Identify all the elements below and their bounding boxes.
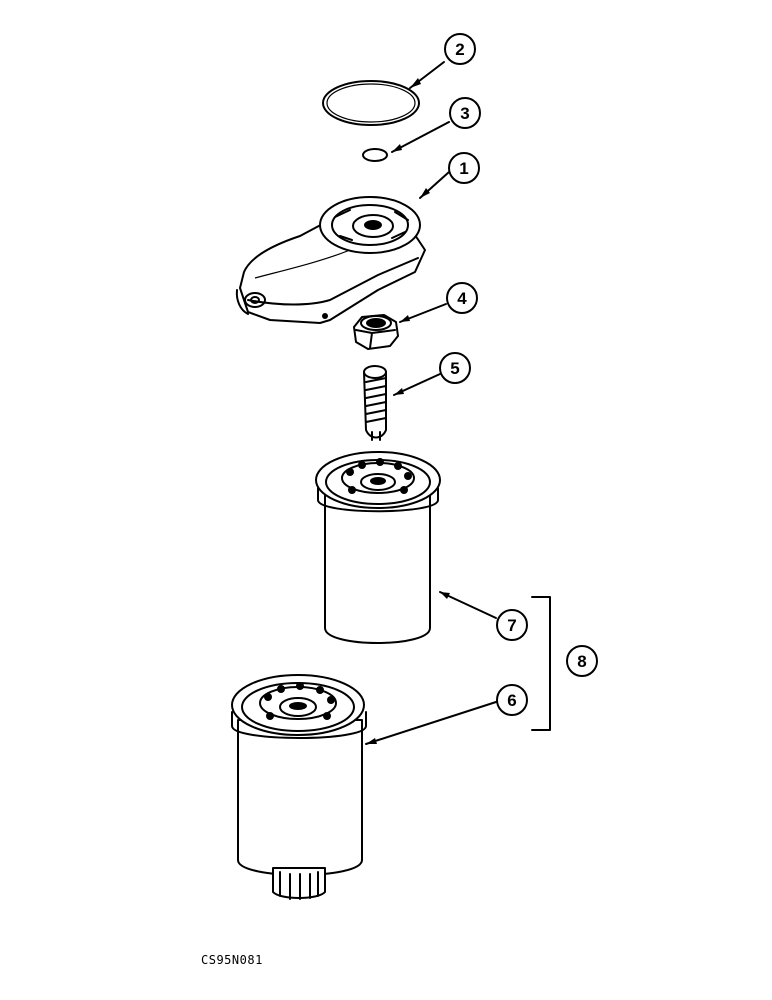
callout-4: 4 (446, 282, 478, 314)
filter-head (235, 196, 426, 324)
callout-2: 2 (444, 33, 476, 65)
threaded-adapter (363, 365, 387, 441)
callout-label: 1 (459, 159, 468, 178)
o-ring-large (322, 80, 420, 126)
figure-code: CS95N081 (201, 953, 263, 967)
o-ring-small (362, 148, 388, 162)
callout-8: 8 (566, 645, 598, 677)
filter-canister-upper (315, 451, 441, 644)
callout-label: 3 (460, 104, 469, 123)
bracket-group-8 (531, 596, 551, 731)
callout-6: 6 (496, 684, 528, 716)
callout-label: 5 (450, 359, 459, 378)
callout-1: 1 (448, 152, 480, 184)
callout-label: 7 (507, 616, 516, 635)
filter-canister-lower (231, 674, 367, 900)
hex-nut (353, 314, 399, 350)
callout-3: 3 (449, 97, 481, 129)
callout-7: 7 (496, 609, 528, 641)
callout-label: 2 (455, 40, 464, 59)
callout-label: 6 (507, 691, 516, 710)
callout-5: 5 (439, 352, 471, 384)
callout-label: 8 (577, 652, 586, 671)
callout-label: 4 (457, 289, 467, 308)
leader-lines (365, 61, 497, 745)
